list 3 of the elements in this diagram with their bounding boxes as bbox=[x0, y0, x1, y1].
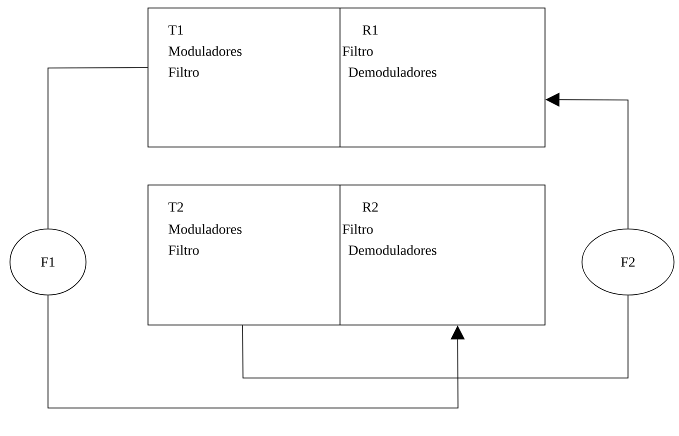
device-box: T2 Moduladores Filtro R2 Filtro Demoduladores bbox=[148, 184, 546, 326]
device-box: T1 Moduladores Filtro R1 Filtro Demoduladores bbox=[148, 8, 546, 148]
connector-arrow bbox=[48, 295, 465, 408]
